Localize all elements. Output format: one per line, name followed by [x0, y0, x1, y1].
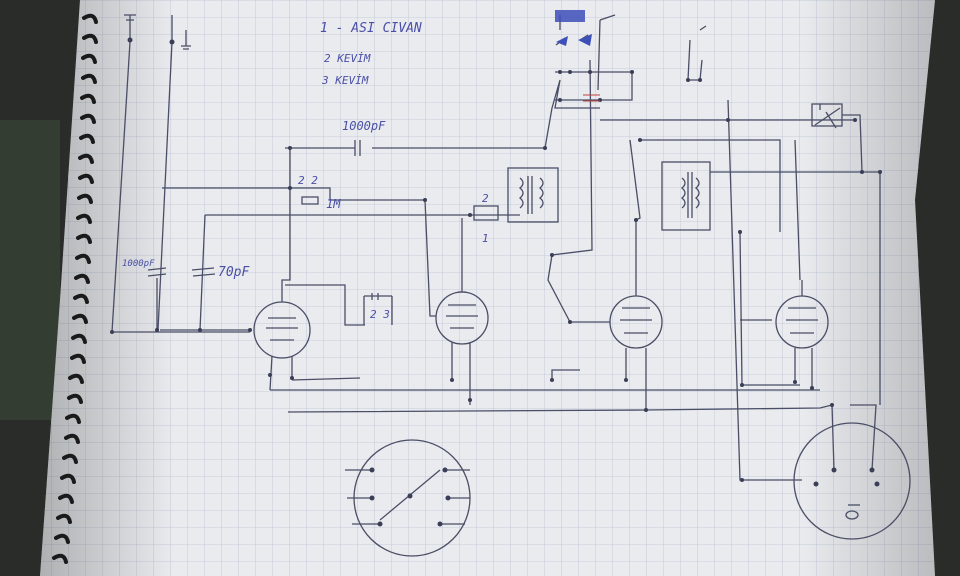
legend-line-2: 2 KEVİM: [324, 52, 371, 65]
switch-num-top: 2: [482, 192, 489, 205]
handwritten-notes: 1 - ASI CIVAN 2 KEVİM 3 KEVİM 1000pF 1M …: [122, 21, 489, 321]
legend-line-3: 3 KEVİM: [321, 74, 369, 87]
switch-num-bottom: 1: [482, 232, 489, 245]
resistor-label: 1M: [326, 197, 341, 211]
cap-top-label: 1000pF: [342, 119, 386, 133]
circuit-drawing: [111, 14, 911, 557]
switch-22-label: 2 2: [298, 174, 318, 187]
cap-var-label: 70pF: [218, 265, 250, 280]
cap-left-label: 1000pF: [122, 259, 155, 269]
legend-line-1: 1 - ASI CIVAN: [320, 21, 422, 36]
switch-23-label: 2 3: [370, 308, 390, 321]
junction-dots: [110, 37, 882, 527]
notebook-page: [40, 0, 935, 576]
spiral-binding: [52, 13, 98, 564]
pen-markings: [555, 10, 600, 102]
